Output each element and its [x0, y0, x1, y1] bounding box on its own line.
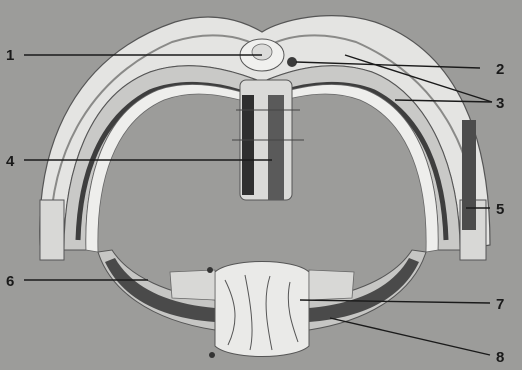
callout-label-2: 2 [496, 61, 504, 78]
callout-label-5: 5 [496, 201, 504, 218]
callout-label-4: 4 [6, 153, 15, 170]
small-vessel-left-lower [209, 352, 215, 358]
callout-label-8: 8 [496, 349, 504, 366]
callout-label-1: 1 [6, 47, 14, 64]
lateral-wall-left [40, 200, 64, 260]
vertebral-canal [252, 44, 272, 60]
small-vessel-left-upper [207, 267, 213, 273]
lateral-muscle-right [462, 120, 476, 230]
callout-label-3: 3 [496, 95, 504, 112]
costal-cartilage-right [309, 270, 354, 300]
callout-label-7: 7 [496, 296, 504, 313]
costal-cartilage-left [170, 270, 215, 300]
dark-vessel-right [268, 95, 284, 200]
small-vessel-top [287, 57, 297, 67]
callout-label-6: 6 [6, 273, 14, 290]
